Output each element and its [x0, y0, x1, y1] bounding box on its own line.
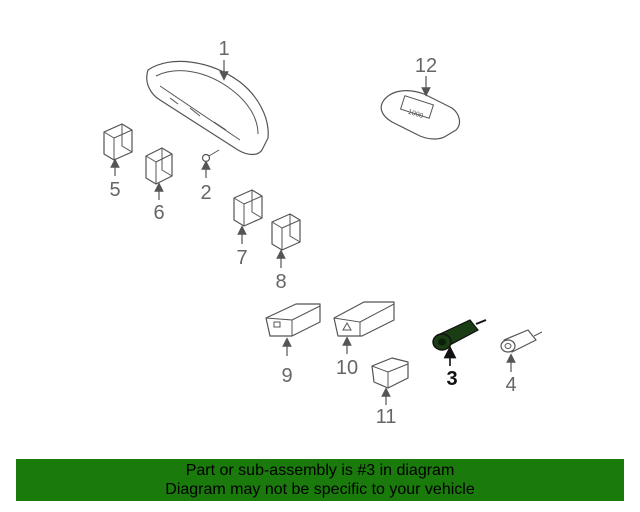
callout-3: 3 [446, 368, 457, 390]
info-banner: Part or sub-assembly is #3 in diagram Di… [16, 459, 624, 501]
switch-part-7 [233, 189, 263, 227]
hazard-switch-part-10 [333, 301, 395, 337]
switch-part-8 [271, 213, 301, 251]
callout-5: 5 [109, 179, 120, 201]
callout-11: 11 [376, 406, 397, 428]
switch-part-6 [145, 147, 173, 185]
bulb-part-2 [201, 149, 220, 163]
display-module-part-12: 1000 [380, 90, 461, 140]
callout-6: 6 [153, 202, 164, 224]
power-socket-part-4 [500, 329, 543, 353]
svg-text:1000: 1000 [407, 109, 424, 121]
callout-12: 12 [415, 55, 437, 77]
switch-part-5 [103, 123, 133, 161]
callout-10: 10 [336, 357, 358, 379]
banner-line-part-reference: Part or sub-assembly is #3 in diagram [185, 462, 455, 479]
instrument-cluster-part-1 [146, 60, 269, 156]
switch-part-11 [371, 357, 409, 389]
callout-7: 7 [236, 247, 247, 269]
rocker-switch-part-9 [265, 303, 321, 337]
banner-line-disclaimer: Diagram may not be specific to your vehi… [165, 481, 475, 498]
callout-2: 2 [200, 182, 211, 204]
callout-8: 8 [275, 271, 286, 293]
callout-9: 9 [281, 365, 292, 387]
power-socket-part-3-highlighted [432, 319, 487, 351]
callout-1: 1 [218, 38, 229, 60]
parts-diagram: 1 1000 12 5 6 2 7 8 [103, 38, 543, 428]
callout-4: 4 [505, 374, 516, 396]
